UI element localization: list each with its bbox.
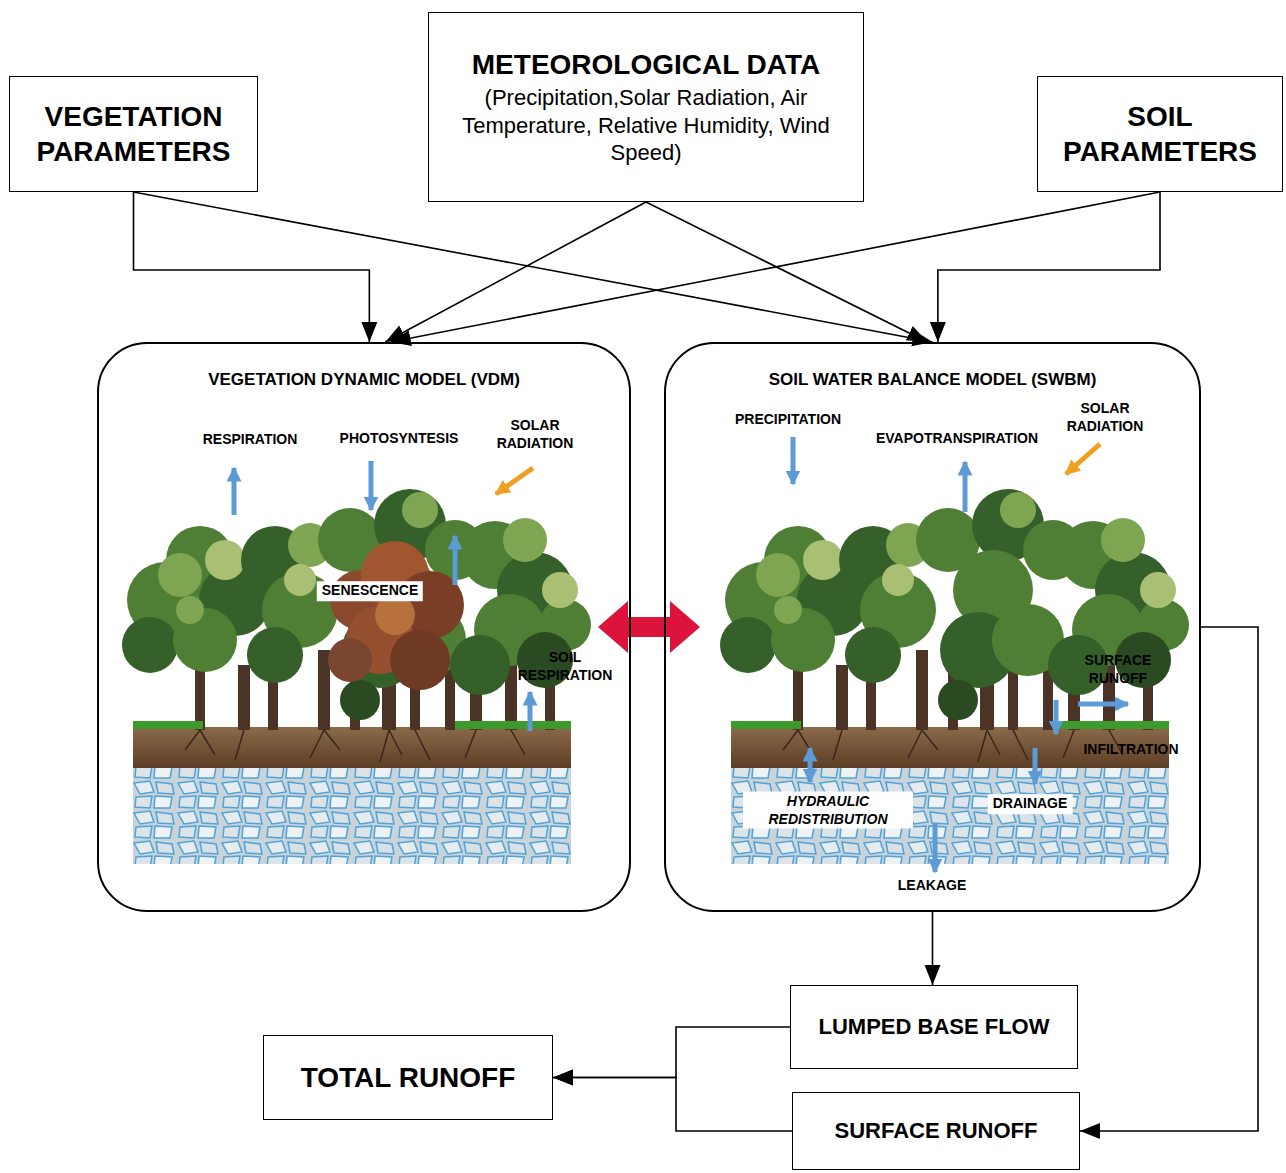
connector-arrow xyxy=(1080,627,1258,1131)
process-label: RESPIRATION xyxy=(203,431,298,449)
coupling-arrow xyxy=(598,601,700,653)
process-label: HYDRAULIC REDISTRIBUTION xyxy=(743,792,913,829)
connector-arrow xyxy=(553,1027,790,1078)
process-label: PRECIPITATION xyxy=(735,411,841,429)
output-box: LUMPED BASE FLOW xyxy=(790,985,1078,1069)
data-box: METEOROLOGICAL DATA(Precipitation,Solar … xyxy=(428,12,864,202)
box-title: TOTAL RUNOFF xyxy=(272,1060,544,1095)
process-label: DRAINAGE xyxy=(988,794,1073,814)
connector-arrow xyxy=(134,192,933,342)
output-box: SURFACE RUNOFF xyxy=(792,1092,1080,1170)
output-box: TOTAL RUNOFF xyxy=(263,1035,553,1120)
box-title: SOIL WATER BALANCE MODEL (SWBM) xyxy=(674,370,1191,390)
parameter-box: VEGETATION PARAMETERS xyxy=(9,76,258,192)
box-text: (Precipitation,Solar Radiation, Air Temp… xyxy=(437,84,855,168)
process-label: EVAPOTRANSPIRATION xyxy=(876,430,1038,448)
parameter-box: SOIL PARAMETERS xyxy=(1037,76,1283,192)
connector-arrow xyxy=(932,912,934,985)
process-label: SOIL RESPIRATION xyxy=(501,649,629,684)
connector-arrow xyxy=(385,202,646,342)
box-title: VEGETATION DYNAMIC MODEL (VDM) xyxy=(107,370,621,390)
process-label: PHOTOSYNTESIS xyxy=(340,430,459,448)
box-title: LUMPED BASE FLOW xyxy=(799,1013,1069,1041)
connector-arrow xyxy=(553,1078,792,1132)
box-title: SOIL PARAMETERS xyxy=(1046,99,1274,169)
process-label: SOLAR RADIATION xyxy=(1055,400,1155,435)
process-label: SURFACE RUNOFF xyxy=(1068,652,1168,687)
process-label: INFILTRATION xyxy=(1083,741,1178,759)
box-title: SURFACE RUNOFF xyxy=(801,1117,1071,1145)
process-label: LEAKAGE xyxy=(898,877,966,895)
process-label: SOLAR RADIATION xyxy=(485,417,585,452)
box-title: METEOROLOGICAL DATA xyxy=(437,47,855,82)
connector-arrow xyxy=(646,202,927,342)
connector-arrow xyxy=(391,192,1160,342)
box-title: VEGETATION PARAMETERS xyxy=(18,99,249,169)
connector-arrow xyxy=(938,192,1160,342)
process-label: SENESCENCE xyxy=(317,581,423,601)
